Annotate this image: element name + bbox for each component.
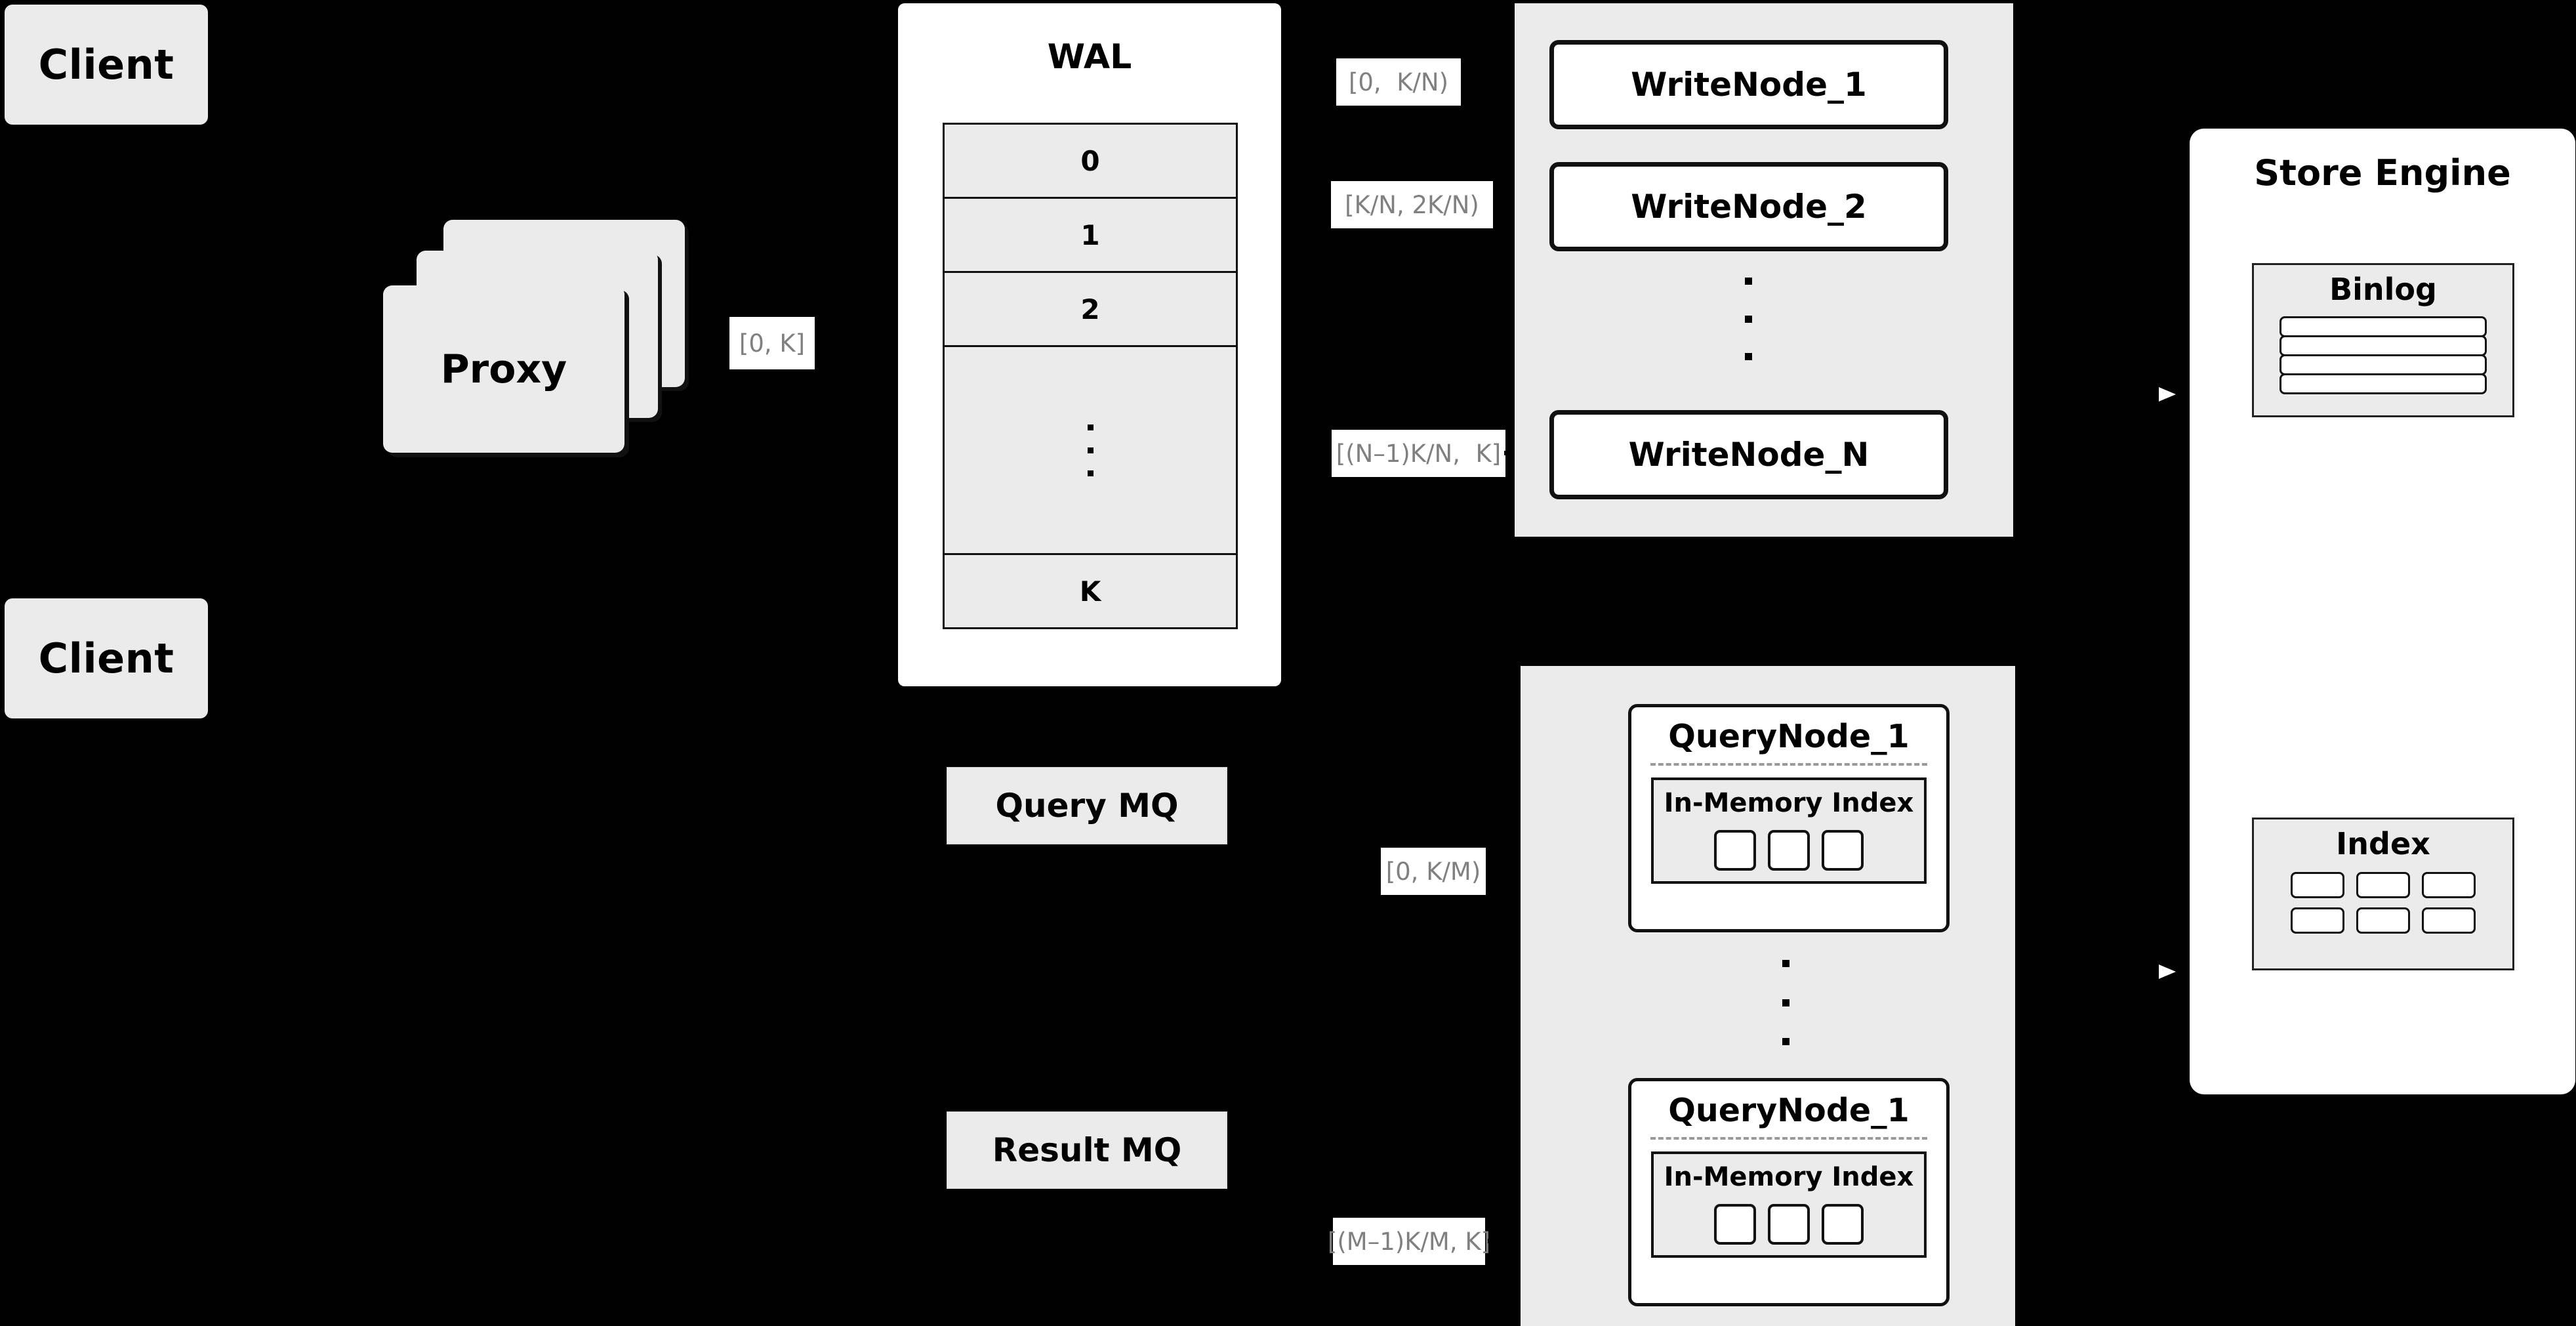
write-pool-ellipsis (1744, 278, 1753, 360)
arrow-line-to-index (2125, 946, 2166, 949)
wal-title: WAL (1047, 37, 1132, 77)
store-engine-title: Store Engine (2254, 152, 2511, 194)
query-node-1-index-title: In-Memory Index (1664, 788, 1914, 818)
ellipsis-dot (1087, 470, 1094, 476)
ellipsis-dot (1782, 960, 1789, 967)
wal-segment-2: 2 (945, 273, 1236, 347)
write-node-pool: WriteNode_1 WriteNode_2 WriteNode_N (1515, 3, 2013, 537)
index-chip (1821, 1204, 1864, 1245)
binlog-row (2280, 373, 2487, 394)
query-mq-label: Query MQ (995, 787, 1179, 825)
query-node-2[interactable]: QueryNode_1 In-Memory Index (1628, 1078, 1950, 1306)
index-chip (1713, 1204, 1756, 1245)
query-node-2-index-title: In-Memory Index (1664, 1162, 1914, 1192)
query-mq-box[interactable]: Query MQ (947, 767, 1227, 844)
range-label-query-m: [(M–1)K/M, K] (1328, 1218, 1490, 1265)
result-mq-box[interactable]: Result MQ (947, 1111, 1227, 1189)
index-cell (2422, 907, 2476, 934)
query-node-pool: QueryNode_1 In-Memory Index QueryNode_1 (1521, 666, 2015, 1326)
arrow-line-write-1 (1465, 79, 1550, 84)
result-mq-label: Result MQ (992, 1131, 1182, 1169)
client-box-1[interactable]: Client (5, 5, 208, 125)
index-chip (1821, 830, 1864, 871)
query-pool-ellipsis (1781, 960, 1790, 1045)
range-label-proxy-to-wal: [0, K] (729, 317, 815, 369)
index-cell (2291, 872, 2344, 898)
wal-segment-k: K (945, 555, 1236, 627)
store-engine-panel: Store Engine Binlog Index (2190, 129, 2575, 1094)
ellipsis-dot (1087, 447, 1094, 453)
client-label-2: Client (38, 634, 174, 682)
arrow-head-to-index (2159, 960, 2188, 984)
index-cell (2291, 907, 2344, 934)
ellipsis-dot (1782, 999, 1789, 1006)
index-cell (2356, 872, 2410, 898)
query-node-2-inmemory-index: In-Memory Index (1650, 1151, 1927, 1258)
arrow-head-to-binlog (2159, 383, 2188, 406)
index-chip (1767, 830, 1810, 871)
ellipsis-dot (1744, 278, 1752, 285)
write-node-2[interactable]: WriteNode_2 (1549, 162, 1948, 251)
client-label-1: Client (38, 41, 174, 89)
store-index-grid (2291, 872, 2476, 934)
query-node-1-title: QueryNode_1 (1668, 718, 1910, 755)
arrow-line-to-binlog (2125, 392, 2166, 396)
query-node-1[interactable]: QueryNode_1 In-Memory Index (1628, 704, 1950, 932)
index-chip (1713, 830, 1756, 871)
proxy-label: Proxy (440, 346, 567, 392)
wal-segment-ellipsis (945, 347, 1236, 555)
binlog-row (2280, 354, 2487, 375)
ellipsis-dot (1782, 1038, 1789, 1045)
wal-segment-table: 0 1 2 K (943, 123, 1238, 629)
index-chip (1767, 1204, 1810, 1245)
binlog-row (2280, 335, 2487, 356)
write-node-1-label: WriteNode_1 (1631, 66, 1867, 104)
query-node-1-inmemory-index: In-Memory Index (1650, 777, 1927, 884)
client-box-2[interactable]: Client (5, 598, 208, 718)
wal-segment-0: 0 (945, 125, 1236, 199)
query-node-2-divider (1650, 1137, 1928, 1140)
range-label-write-1: [0, K/N) (1336, 58, 1461, 106)
query-node-1-chip-row (1713, 830, 1864, 871)
binlog-title: Binlog (2329, 272, 2437, 307)
query-node-1-divider (1650, 763, 1928, 766)
binlog-row-list (2280, 316, 2487, 394)
ellipsis-dot (1744, 353, 1752, 360)
write-node-2-label: WriteNode_2 (1631, 188, 1867, 226)
ellipsis-dot (1744, 315, 1752, 323)
binlog-panel: Binlog (2252, 263, 2514, 417)
range-label-write-n: [(N–1)K/N, K] (1332, 430, 1505, 477)
index-cell (2422, 872, 2476, 898)
query-node-2-title: QueryNode_1 (1668, 1092, 1910, 1129)
query-node-2-chip-row (1713, 1204, 1864, 1245)
range-label-write-2: [K/N, 2K/N) (1331, 181, 1493, 228)
binlog-row (2280, 316, 2487, 337)
write-node-n[interactable]: WriteNode_N (1549, 410, 1948, 499)
store-index-title: Index (2336, 826, 2430, 861)
range-label-query-1: [0, K/M) (1381, 848, 1486, 895)
wal-segment-1: 1 (945, 199, 1236, 273)
wal-panel: WAL 0 1 2 K (898, 3, 1281, 686)
index-cell (2356, 907, 2410, 934)
store-index-panel: Index (2252, 818, 2514, 970)
proxy-card-front[interactable]: Proxy (383, 285, 624, 453)
ellipsis-dot (1087, 424, 1094, 430)
write-node-n-label: WriteNode_N (1628, 436, 1870, 474)
write-node-1[interactable]: WriteNode_1 (1549, 40, 1948, 129)
